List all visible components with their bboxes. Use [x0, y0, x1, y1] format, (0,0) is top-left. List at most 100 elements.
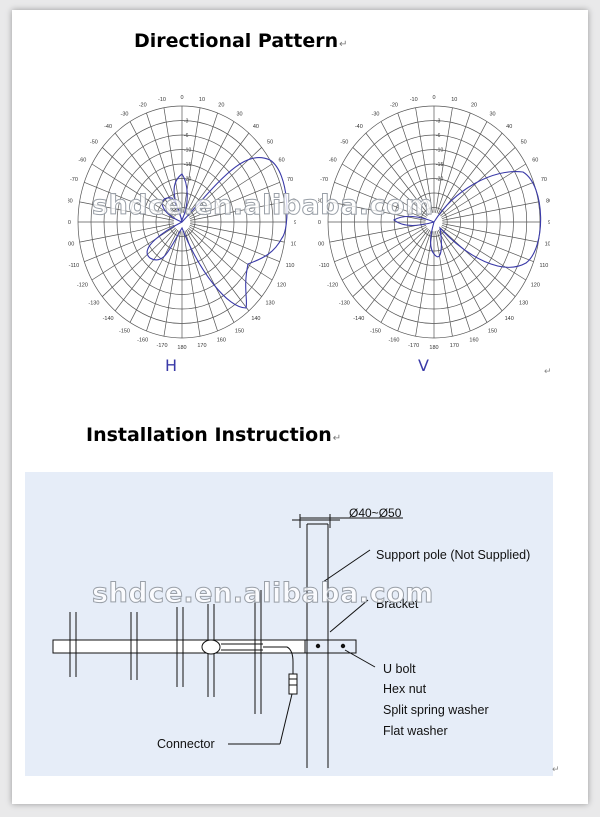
- polar-grid-spoke: [436, 230, 471, 332]
- leader-support-pole: [322, 549, 371, 583]
- installation-instruction-title-text: Installation Instruction: [86, 424, 332, 446]
- polar-radial-label: -20: [184, 177, 191, 183]
- polar-angle-label: -60: [329, 158, 337, 164]
- installation-diagram: [52, 514, 403, 768]
- polar-grid-spoke: [437, 229, 488, 323]
- polar-radial-label: -10: [184, 148, 191, 154]
- connector-body: [288, 673, 298, 695]
- polar-radial-label: -6: [184, 133, 189, 139]
- polar-angle-label: 150: [235, 328, 244, 334]
- polar-grid-spoke: [437, 121, 488, 215]
- polar-grid-spoke: [129, 121, 179, 215]
- paragraph-mark: ↵: [552, 764, 560, 774]
- polar-grid-spoke: [415, 107, 433, 213]
- polar-grid-spoke: [146, 112, 180, 214]
- polar-grid-spoke: [185, 121, 235, 215]
- polar-angle-label: -130: [339, 300, 350, 306]
- polar-angle-label: 20: [471, 103, 477, 109]
- polar-grid-spoke: [187, 228, 250, 312]
- polar-grid-spoke: [91, 163, 175, 218]
- polar-angle-label: 0: [180, 95, 183, 101]
- polar-grid-spoke: [187, 132, 250, 216]
- polar-angle-label: -40: [104, 124, 112, 130]
- pole-diameter-label: Ø40~Ø50: [349, 506, 402, 520]
- polar-grid-spoke: [441, 163, 526, 218]
- polar-grid-spoke: [189, 182, 280, 220]
- polar-grid-spoke: [442, 201, 539, 221]
- polar-angle-label: 80: [546, 198, 550, 204]
- u-bolt-label: U bolt: [383, 662, 416, 676]
- polar-grid-spoke: [334, 224, 427, 262]
- polar-angle-label: -170: [157, 343, 168, 349]
- polar-angle-label: 0: [432, 95, 435, 101]
- directional-pattern-title: Directional Pattern↵: [134, 30, 348, 52]
- polar-grid-spoke: [439, 132, 503, 216]
- polar-angle-label: -70: [70, 177, 78, 183]
- polar-angle-label: 110: [540, 263, 549, 269]
- polar-angle-label: -130: [88, 300, 99, 306]
- polar-angle-label: -100: [318, 242, 324, 248]
- paragraph-mark: ↵: [339, 39, 348, 50]
- polar-grid-spoke: [189, 224, 280, 262]
- polar-angle-label: -150: [370, 328, 381, 334]
- polar-angle-label: -120: [327, 283, 338, 289]
- cable: [263, 646, 294, 674]
- polar-grid-spoke: [352, 147, 428, 217]
- directional-pattern-title-text: Directional Pattern: [134, 30, 339, 52]
- polar-angle-label: 50: [521, 140, 527, 146]
- polar-radial-label: -3: [184, 119, 189, 125]
- polar-angle-label: -160: [137, 337, 148, 343]
- installation-diagram-panel: Ø40~Ø50 Support pole (Not Supplied) Brac…: [25, 472, 553, 776]
- v-plane-label: V: [418, 356, 429, 375]
- polar-grid-spoke: [397, 230, 432, 332]
- polar-grid-spoke: [163, 107, 181, 213]
- polar-angle-label: 70: [541, 177, 547, 183]
- polar-grid-spoke: [441, 182, 534, 220]
- polar-angle-label: -90: [318, 220, 321, 226]
- polar-angle-label: -90: [68, 220, 71, 226]
- polar-grid-spoke: [183, 107, 201, 213]
- polar-grid-spoke: [102, 147, 176, 217]
- polar-grid-spoke: [129, 229, 179, 323]
- polar-grid-spoke: [79, 201, 174, 221]
- polar-angle-label: -10: [158, 97, 166, 103]
- polar-grid-spoke: [440, 227, 516, 297]
- polar-angle-label: -120: [77, 283, 88, 289]
- polar-angle-label: 170: [197, 343, 206, 349]
- polar-angle-label: 40: [253, 124, 259, 130]
- polar-grid-spoke: [380, 121, 431, 215]
- polar-grid-spoke: [435, 231, 453, 337]
- polar-angle-label: -80: [318, 198, 323, 204]
- h-plane-polar-chart: 0102030405060708090100110120130140150160…: [68, 95, 296, 351]
- polar-angle-label: 140: [505, 316, 514, 322]
- polar-grid-spoke: [163, 231, 181, 337]
- connector-label: Connector: [157, 737, 215, 751]
- polar-radial-label: -3: [436, 119, 441, 125]
- paragraph-mark: ↵: [544, 366, 552, 376]
- polar-grid-spoke: [84, 224, 175, 262]
- polar-grid: [327, 105, 541, 339]
- polar-angle-label: -50: [90, 140, 98, 146]
- polar-angle-label: 100: [291, 242, 296, 248]
- h-plane-label: H: [165, 356, 178, 375]
- installation-instruction-title: Installation Instruction↵: [86, 424, 341, 446]
- polar-angle-label: -80: [68, 198, 73, 204]
- bracket-bolt: [315, 643, 321, 649]
- polar-angle-label: 30: [489, 112, 495, 118]
- polar-grid-spoke: [189, 163, 273, 218]
- polar-angle-label: 30: [236, 112, 242, 118]
- polar-angle-label: 90: [294, 220, 296, 226]
- polar-grid-spoke: [334, 182, 427, 220]
- polar-angle-label: -110: [69, 263, 80, 269]
- polar-grid-spoke: [102, 227, 176, 297]
- polar-grid-spoke: [342, 163, 427, 218]
- polar-radial-label: -15: [436, 162, 443, 168]
- polar-grid-spoke: [190, 201, 285, 221]
- polar-angle-label: 180: [429, 345, 438, 351]
- polar-grid-spoke: [365, 132, 429, 216]
- polar-angle-label: -30: [121, 112, 129, 118]
- polar-angle-label: 130: [266, 300, 275, 306]
- polar-angle-label: 120: [277, 283, 286, 289]
- polar-grid-spoke: [114, 132, 177, 216]
- polar-grid-spoke: [441, 224, 534, 262]
